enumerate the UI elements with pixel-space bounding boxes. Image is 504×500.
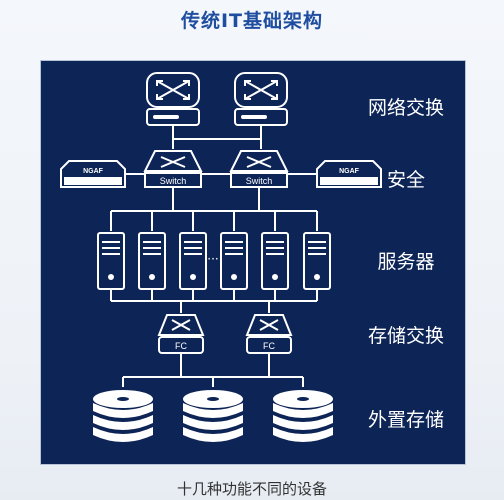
server-fc-links: [110, 289, 318, 313]
router-switch-links: [172, 125, 262, 149]
layer-label-network: 网络交换: [367, 97, 444, 119]
switch-right-label: Switch: [246, 176, 273, 186]
storage-array-1: [93, 390, 153, 442]
fc-left-label: FC: [175, 341, 187, 351]
switch-left: Switch: [143, 150, 203, 188]
server-6: [303, 232, 331, 290]
architecture-panel: NGAF NGAF Switch Switch: [40, 60, 466, 465]
server-ellipsis: ···: [207, 252, 218, 266]
firewall-right-label: NGAF: [339, 168, 360, 175]
storage-array-3: [273, 390, 333, 442]
switch-right: Switch: [229, 150, 289, 188]
core-router-right: [234, 72, 288, 126]
firewall-left-label: NGAF: [83, 168, 104, 175]
page-title: 传统IT基础架构: [180, 10, 324, 32]
fc-right-label: FC: [263, 341, 275, 351]
server-4: [220, 232, 248, 290]
server-2: [138, 232, 166, 290]
firewall-right: NGAF: [316, 160, 382, 188]
server-3: [179, 232, 207, 290]
layer-label-servers: 服务器: [377, 251, 435, 273]
caption: 十几种功能不同的设备: [176, 480, 327, 498]
switch-left-label: Switch: [160, 176, 187, 186]
storage-array-2: [183, 390, 243, 442]
layer-label-security: 安全: [386, 169, 425, 191]
layer-label-storage-switch: 存储交换: [367, 325, 444, 347]
fc-storage-links: [122, 353, 304, 387]
firewall-left: NGAF: [60, 160, 126, 188]
server-1: [97, 232, 125, 290]
switch-server-links: [110, 187, 318, 231]
fc-switch-right: FC: [245, 314, 293, 354]
server-5: [261, 232, 289, 290]
core-router-left: [146, 72, 200, 126]
layer-label-external-storage: 外置存储: [367, 409, 444, 431]
fc-switch-left: FC: [157, 314, 205, 354]
architecture-diagram: NGAF NGAF Switch Switch: [60, 72, 382, 442]
